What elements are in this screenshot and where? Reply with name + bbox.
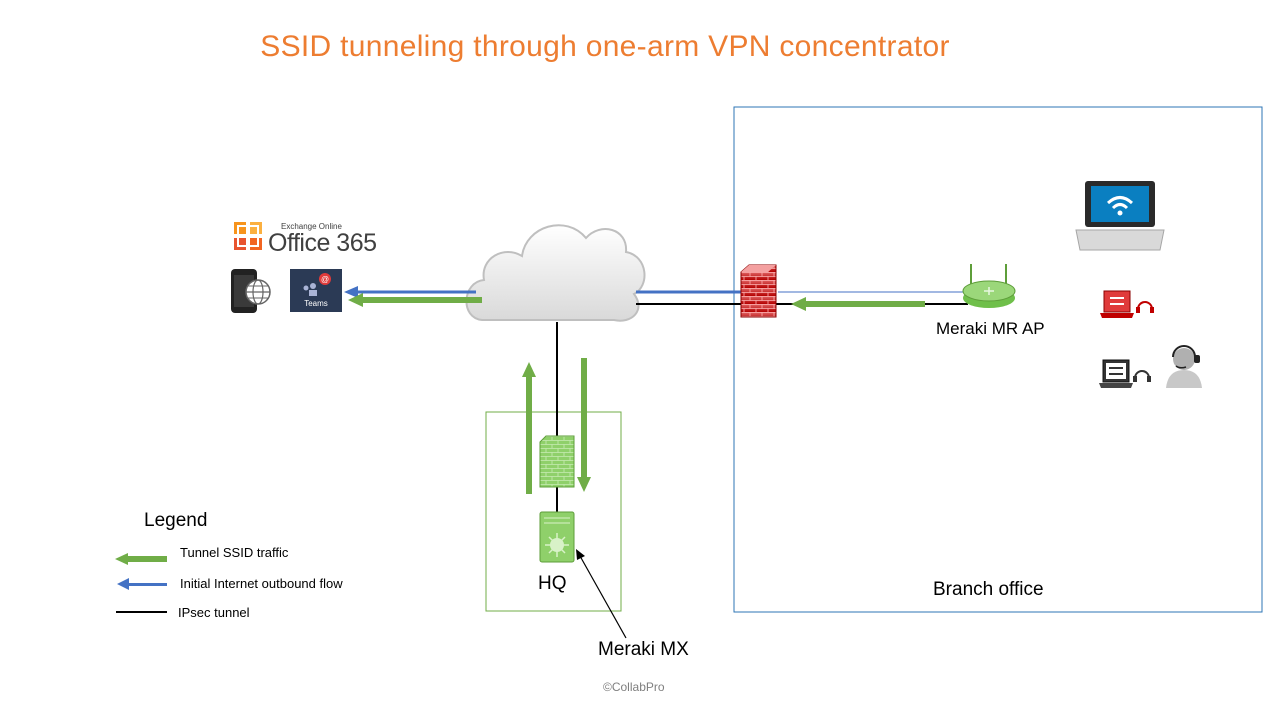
teams-label: Teams — [304, 299, 328, 308]
ssid-arrow-hq-up — [522, 362, 536, 494]
teams-icon: @ Teams — [290, 269, 342, 312]
exchange-online-label: Exchange Online — [281, 222, 342, 231]
meraki-mx-icon — [539, 511, 575, 563]
wifi-laptop-icon — [1075, 181, 1165, 251]
branch-office-label: Branch office — [933, 579, 1044, 600]
internet-flow-arrow — [344, 286, 476, 298]
internet-cloud-icon — [465, 224, 646, 322]
ssid-arrow-cloud-to-o365 — [348, 293, 482, 307]
mx-label: Meraki MX — [598, 639, 689, 660]
svg-text:@: @ — [321, 275, 329, 284]
legend-title: Legend — [144, 510, 208, 531]
branch-office-box — [733, 106, 1263, 613]
legend-item-tunnel: Tunnel SSID traffic — [180, 545, 289, 560]
ssid-arrow-ap-to-firewall — [791, 297, 925, 311]
legend-item-internet: Initial Internet outbound flow — [180, 576, 343, 591]
hq-firewall-icon — [539, 435, 575, 488]
ssid-arrow-hq-down — [577, 358, 591, 492]
meraki-ap-icon — [962, 264, 1016, 308]
headset-user-icon — [1166, 345, 1202, 388]
mobile-globe-icon — [231, 269, 271, 313]
legend-mark-internet — [117, 578, 167, 590]
hq-box — [485, 411, 622, 612]
copyright: ©CollabPro — [603, 680, 665, 694]
office365-logo-icon — [234, 222, 262, 250]
hq-label: HQ — [538, 573, 567, 594]
softphone-laptop-icon — [1099, 359, 1151, 388]
mx-pointer-arrow — [576, 549, 627, 639]
office365-label: Office 365 — [268, 229, 377, 257]
ap-label: Meraki MR AP — [936, 319, 1045, 338]
diagram-title: SSID tunneling through one-arm VPN conce… — [260, 30, 950, 63]
red-softphone-icon — [1100, 290, 1154, 318]
legend-mark-tunnel — [115, 553, 167, 565]
branch-firewall-icon — [740, 264, 777, 318]
legend-item-ipsec: IPsec tunnel — [178, 605, 250, 620]
